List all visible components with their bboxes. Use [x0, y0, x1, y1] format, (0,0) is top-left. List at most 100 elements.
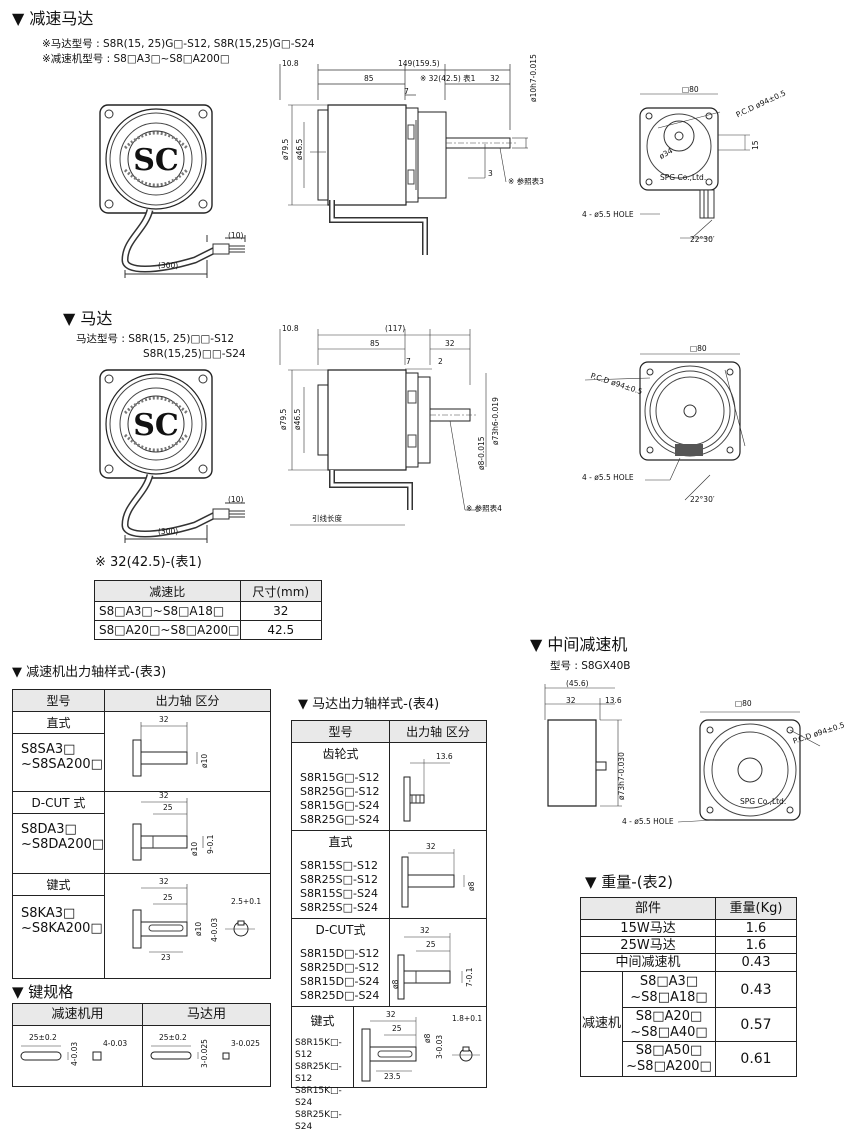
table2-cell-weight: 0.43: [716, 954, 796, 972]
intermediate-front-view: [650, 710, 830, 840]
table4-model: S8R15S□-S24: [300, 887, 378, 900]
ratio-size-table: 减速比 尺寸(mm) S8□A3□~S8□A18□ 32 S8□A20□~S8□…: [94, 580, 323, 640]
dim-32: 32: [490, 74, 500, 83]
table2-part-line: ~S8□A40□: [630, 1025, 708, 1040]
table4-model: S8R25D□-S12: [300, 961, 380, 974]
dim-label: ø10: [200, 753, 209, 768]
motor-front-view: [585, 350, 775, 510]
table3-model: ~S8DA200□: [21, 837, 105, 852]
table3-shaft-dcut: 32 25 ø10 9-0.1: [105, 791, 270, 874]
dim-label: 25: [163, 893, 173, 902]
ref-table3: ※ 参照表3: [508, 177, 544, 186]
dim-46-5: ø46.5: [295, 138, 304, 160]
motor-dim-8: ø8-0.015: [477, 436, 486, 470]
table4-title: ▼ 马达出力轴样式-(表4): [298, 697, 440, 712]
dim-label: 23.5: [384, 1072, 401, 1081]
table2-part-line: ~S8□A200□: [626, 1059, 712, 1074]
motor-dim-73h6: ø73h6-0.019: [491, 397, 500, 445]
dim-cable-length: (300): [158, 261, 179, 270]
table4-group-models: S8R15D□-S12 S8R25D□-S12 S8R15D□-S24 S8R2…: [292, 941, 390, 1007]
intermediate-dim-square-80: □80: [735, 699, 752, 708]
gearmotor-side-view: [270, 60, 530, 260]
front-logo: SPG Co.,Ltd.: [660, 173, 707, 182]
table2-cell-weight: 1.6: [716, 920, 796, 937]
table3-shaft-key: 32 25 23 ø10 4-0.03 2.5+0.1: [105, 874, 270, 978]
table2-part-line: ~S8□A18□: [630, 990, 708, 1005]
table2-group-weight: 0.57: [716, 1008, 796, 1042]
dim-3: 3: [488, 169, 493, 178]
dim-label: 23: [161, 953, 171, 962]
dim-label: 4-0.03: [70, 1041, 79, 1066]
table4-model: S8R15G□-S24: [300, 799, 380, 812]
table1-header-size: 尺寸(mm): [239, 580, 323, 602]
ref-table4: ※ 参照表4: [466, 504, 502, 513]
table2-part-line: S8□A3□: [639, 974, 699, 989]
dim-label: 32: [159, 877, 169, 886]
table4-header-model: 型号: [292, 721, 390, 743]
dim-label: 3-0.03: [435, 1034, 444, 1059]
table3-group-models: S8KA3□ ~S8KA200□: [13, 896, 105, 978]
table4-model: S8R15S□-S12: [300, 859, 378, 872]
keyspec-gear-drawing: 25±0.2 4-0.03 4-0.03: [13, 1026, 143, 1086]
motor-dim-hole: 4 - ø5.5 HOLE: [582, 473, 634, 482]
dim-label: ø8: [467, 881, 476, 891]
table4-model: S8R25G□-S24: [300, 813, 380, 826]
motor-dim-cable-length: (300): [158, 527, 179, 536]
dim-label: 25±0.2: [29, 1033, 57, 1042]
intermediate-dim-hole: 4 - ø5.5 HOLE: [622, 817, 674, 826]
dim-label: ø8: [423, 1033, 432, 1043]
dim-85: 85: [364, 74, 374, 83]
table3-group-models: S8DA3□ ~S8DA200□: [13, 814, 105, 874]
table3-title: ▼ 减速机出力轴样式-(表3): [12, 665, 167, 680]
key-spec-table: 减速机用 马达用 25±0.2 4-0.03 4-0.03 25±0.2 3-0…: [12, 1003, 271, 1087]
dim-label: 3-0.025: [200, 1039, 209, 1068]
motor-rear-view: SC: [95, 365, 335, 545]
motor-dim-7: 7: [406, 357, 411, 366]
gearmotor-rear-view: SC: [95, 100, 335, 280]
table3-model: S8SA3□: [21, 742, 76, 757]
dim-label: 3-0.025: [231, 1039, 260, 1048]
table4-group-name: D-CUT式: [292, 919, 390, 941]
gear-model-note: ※减速机型号 : S8□A3□~S8□A200□: [42, 53, 230, 65]
table3-model: ~S8KA200□: [21, 921, 103, 936]
motor-dim-angle: 22°30′: [690, 495, 715, 504]
dim-label: 1.8+0.1: [452, 1014, 483, 1023]
table2-group-part: S8□A20□ ~S8□A40□: [623, 1008, 716, 1042]
table4-model: S8R25K□-S12: [295, 1062, 342, 1084]
table4-model: S8R15K□-S12: [295, 1038, 342, 1060]
dim-label: 25: [392, 1024, 402, 1033]
table4-group-name: 齿轮式: [292, 743, 390, 765]
dim-label: 25±0.2: [159, 1033, 187, 1042]
table2-title: ▼ 重量-(表2): [585, 873, 673, 891]
gearmotor-front-view: [600, 90, 770, 250]
dim-label: ø10: [190, 841, 199, 856]
dim-label: 25: [163, 803, 173, 812]
table4-group-models: S8R15K□-S12 S8R25K□-S12 S8R15K□-S24 S8R2…: [292, 1035, 354, 1132]
weight-table: 部件 重量(Kg) 15W马达 1.6 25W马达 1.6 中间减速机 0.43…: [580, 897, 797, 1077]
gear-shaft-table: 型号 出力轴 区分 直式 S8SA3□ ~S8SA200□ 32 ø10 D-C…: [12, 689, 271, 979]
table3-model: S8KA3□: [21, 906, 76, 921]
table3-group-models: S8SA3□ ~S8SA200□: [13, 734, 105, 792]
dim-square-80: □80: [682, 85, 699, 94]
motor-dim-cable-end: (10): [228, 495, 244, 504]
table4-shaft-straight: 32 ø8: [390, 831, 486, 919]
dim-hole: 4 - ø5.5 HOLE: [582, 210, 634, 219]
dim-label: 32: [159, 791, 169, 800]
table2-part-line: S8□A20□: [635, 1009, 703, 1024]
motor-dim-2: 2: [438, 357, 443, 366]
section-title-intermediate: ▼ 中间减速机: [530, 635, 628, 654]
table2-cell-part: 15W马达: [581, 920, 716, 937]
table3-model: ~S8SA200□: [21, 757, 103, 772]
table1-cell-size: 42.5: [239, 620, 323, 640]
dim-label: 7-0.1: [465, 967, 474, 987]
motor-dim-10-8: 10.8: [282, 324, 299, 333]
dim-10h7: ø10h7-0.015: [529, 54, 538, 102]
table4-group-models: S8R15G□-S12 S8R25G□-S12 S8R15G□-S24 S8R2…: [292, 765, 390, 831]
table2-cell-part: 中间减速机: [581, 954, 716, 972]
table2-cell-weight: 1.6: [716, 937, 796, 954]
table2-group-label: 减速机: [581, 972, 623, 1076]
table4-model: S8R15K□-S24: [295, 1086, 342, 1108]
dim-15: 15: [751, 140, 760, 150]
table4-model: S8R15D□-S24: [300, 975, 380, 988]
dim-label: 9-0.1: [206, 834, 215, 854]
